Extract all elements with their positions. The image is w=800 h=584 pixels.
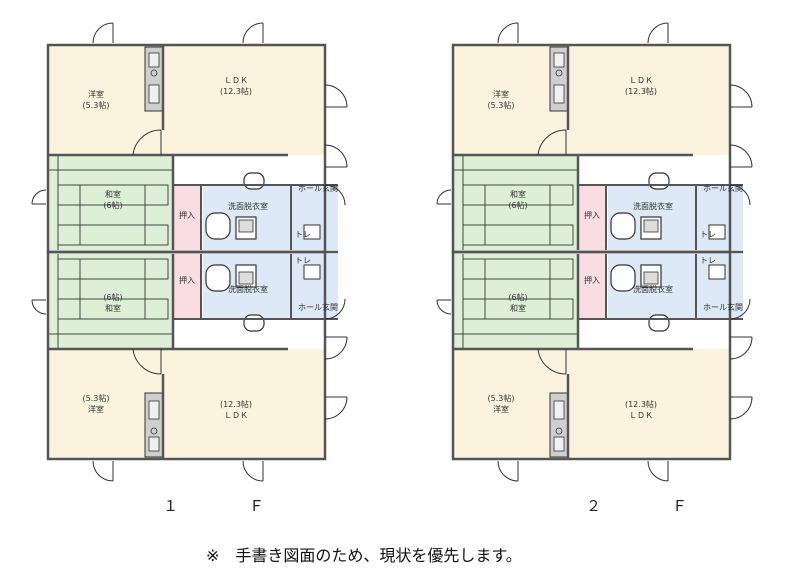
disclaimer-note: ※ 手書き図面のため、現状を優先します。 xyxy=(206,546,522,565)
toilet-label: トレ xyxy=(295,230,311,239)
western-room-size: (5.3帖) xyxy=(488,393,515,403)
western-room-size: (5.3帖) xyxy=(83,100,110,110)
hall-label: ホール玄関 xyxy=(298,183,338,193)
ldk-size: (12.3帖) xyxy=(220,399,252,409)
washroom-label: 洗面脱衣室 xyxy=(228,201,268,211)
ldk-name: ＬＤＫ xyxy=(629,76,653,85)
closet-label: 押入 xyxy=(584,210,600,220)
japanese-room-size: (6帖) xyxy=(508,200,527,210)
japanese-room-size: (6帖) xyxy=(103,200,122,210)
japanese-room-name: 和室 xyxy=(105,303,121,313)
ldk-size: (12.3帖) xyxy=(625,86,657,96)
ldk-name: ＬＤＫ xyxy=(629,411,653,420)
closet-label: 押入 xyxy=(584,275,600,285)
ldk-name: ＬＤＫ xyxy=(224,411,248,420)
japanese-room-name: 和室 xyxy=(510,303,526,313)
washroom-label: 洗面脱衣室 xyxy=(633,284,673,294)
hall-label: ホール玄関 xyxy=(703,183,743,193)
toilet-label: トレ xyxy=(700,230,716,239)
western-room-name: 洋室 xyxy=(88,404,104,414)
toilet-label: トレ xyxy=(295,256,311,265)
ldk-name: ＬＤＫ xyxy=(224,76,248,85)
washroom-label: 洗面脱衣室 xyxy=(228,284,268,294)
closet-label: 押入 xyxy=(179,275,195,285)
floor-label-2f: ２ Ｆ xyxy=(586,497,716,515)
japanese-room-name: 和室 xyxy=(510,189,526,199)
floor-2f-unit-2 xyxy=(435,250,754,483)
hall-label: ホール玄関 xyxy=(298,302,338,312)
japanese-room-size: (6帖) xyxy=(508,292,527,302)
japanese-room-size: (6帖) xyxy=(103,292,122,302)
toilet-label: トレ xyxy=(700,256,716,265)
floor-1f-unit-2 xyxy=(30,250,349,483)
ldk-size: (12.3帖) xyxy=(625,399,657,409)
closet-label: 押入 xyxy=(179,210,195,220)
western-room-size: (5.3帖) xyxy=(488,100,515,110)
western-room-size: (5.3帖) xyxy=(83,393,110,403)
hall-label: ホール玄関 xyxy=(703,302,743,312)
western-room-name: 洋室 xyxy=(88,89,104,99)
western-room-name: 洋室 xyxy=(493,89,509,99)
washroom-label: 洗面脱衣室 xyxy=(633,201,673,211)
ldk-size: (12.3帖) xyxy=(220,86,252,96)
floor-label-1f: １ Ｆ xyxy=(163,497,293,515)
japanese-room-name: 和室 xyxy=(105,189,121,199)
western-room-name: 洋室 xyxy=(493,404,509,414)
